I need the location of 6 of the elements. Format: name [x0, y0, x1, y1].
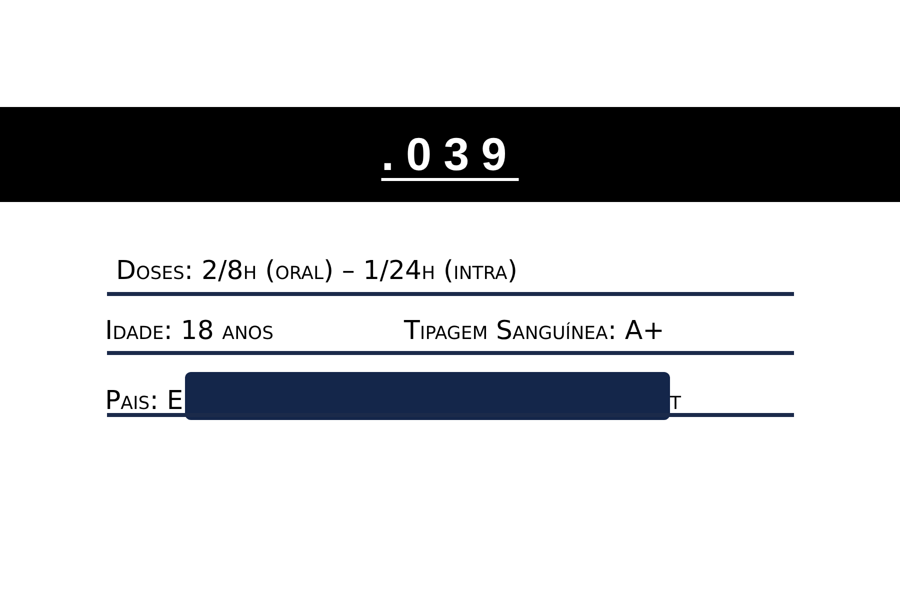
- form-text: Idade: 18 anos: [105, 318, 274, 344]
- form-text: Doses: 2/8h (oral) – 1/24h (intra): [116, 258, 518, 284]
- form-text: t: [670, 388, 681, 414]
- form-text: Pais: E: [105, 388, 184, 414]
- form-text: Tipagem Sanguínea: A+: [404, 318, 664, 344]
- title: .039: [381, 127, 519, 182]
